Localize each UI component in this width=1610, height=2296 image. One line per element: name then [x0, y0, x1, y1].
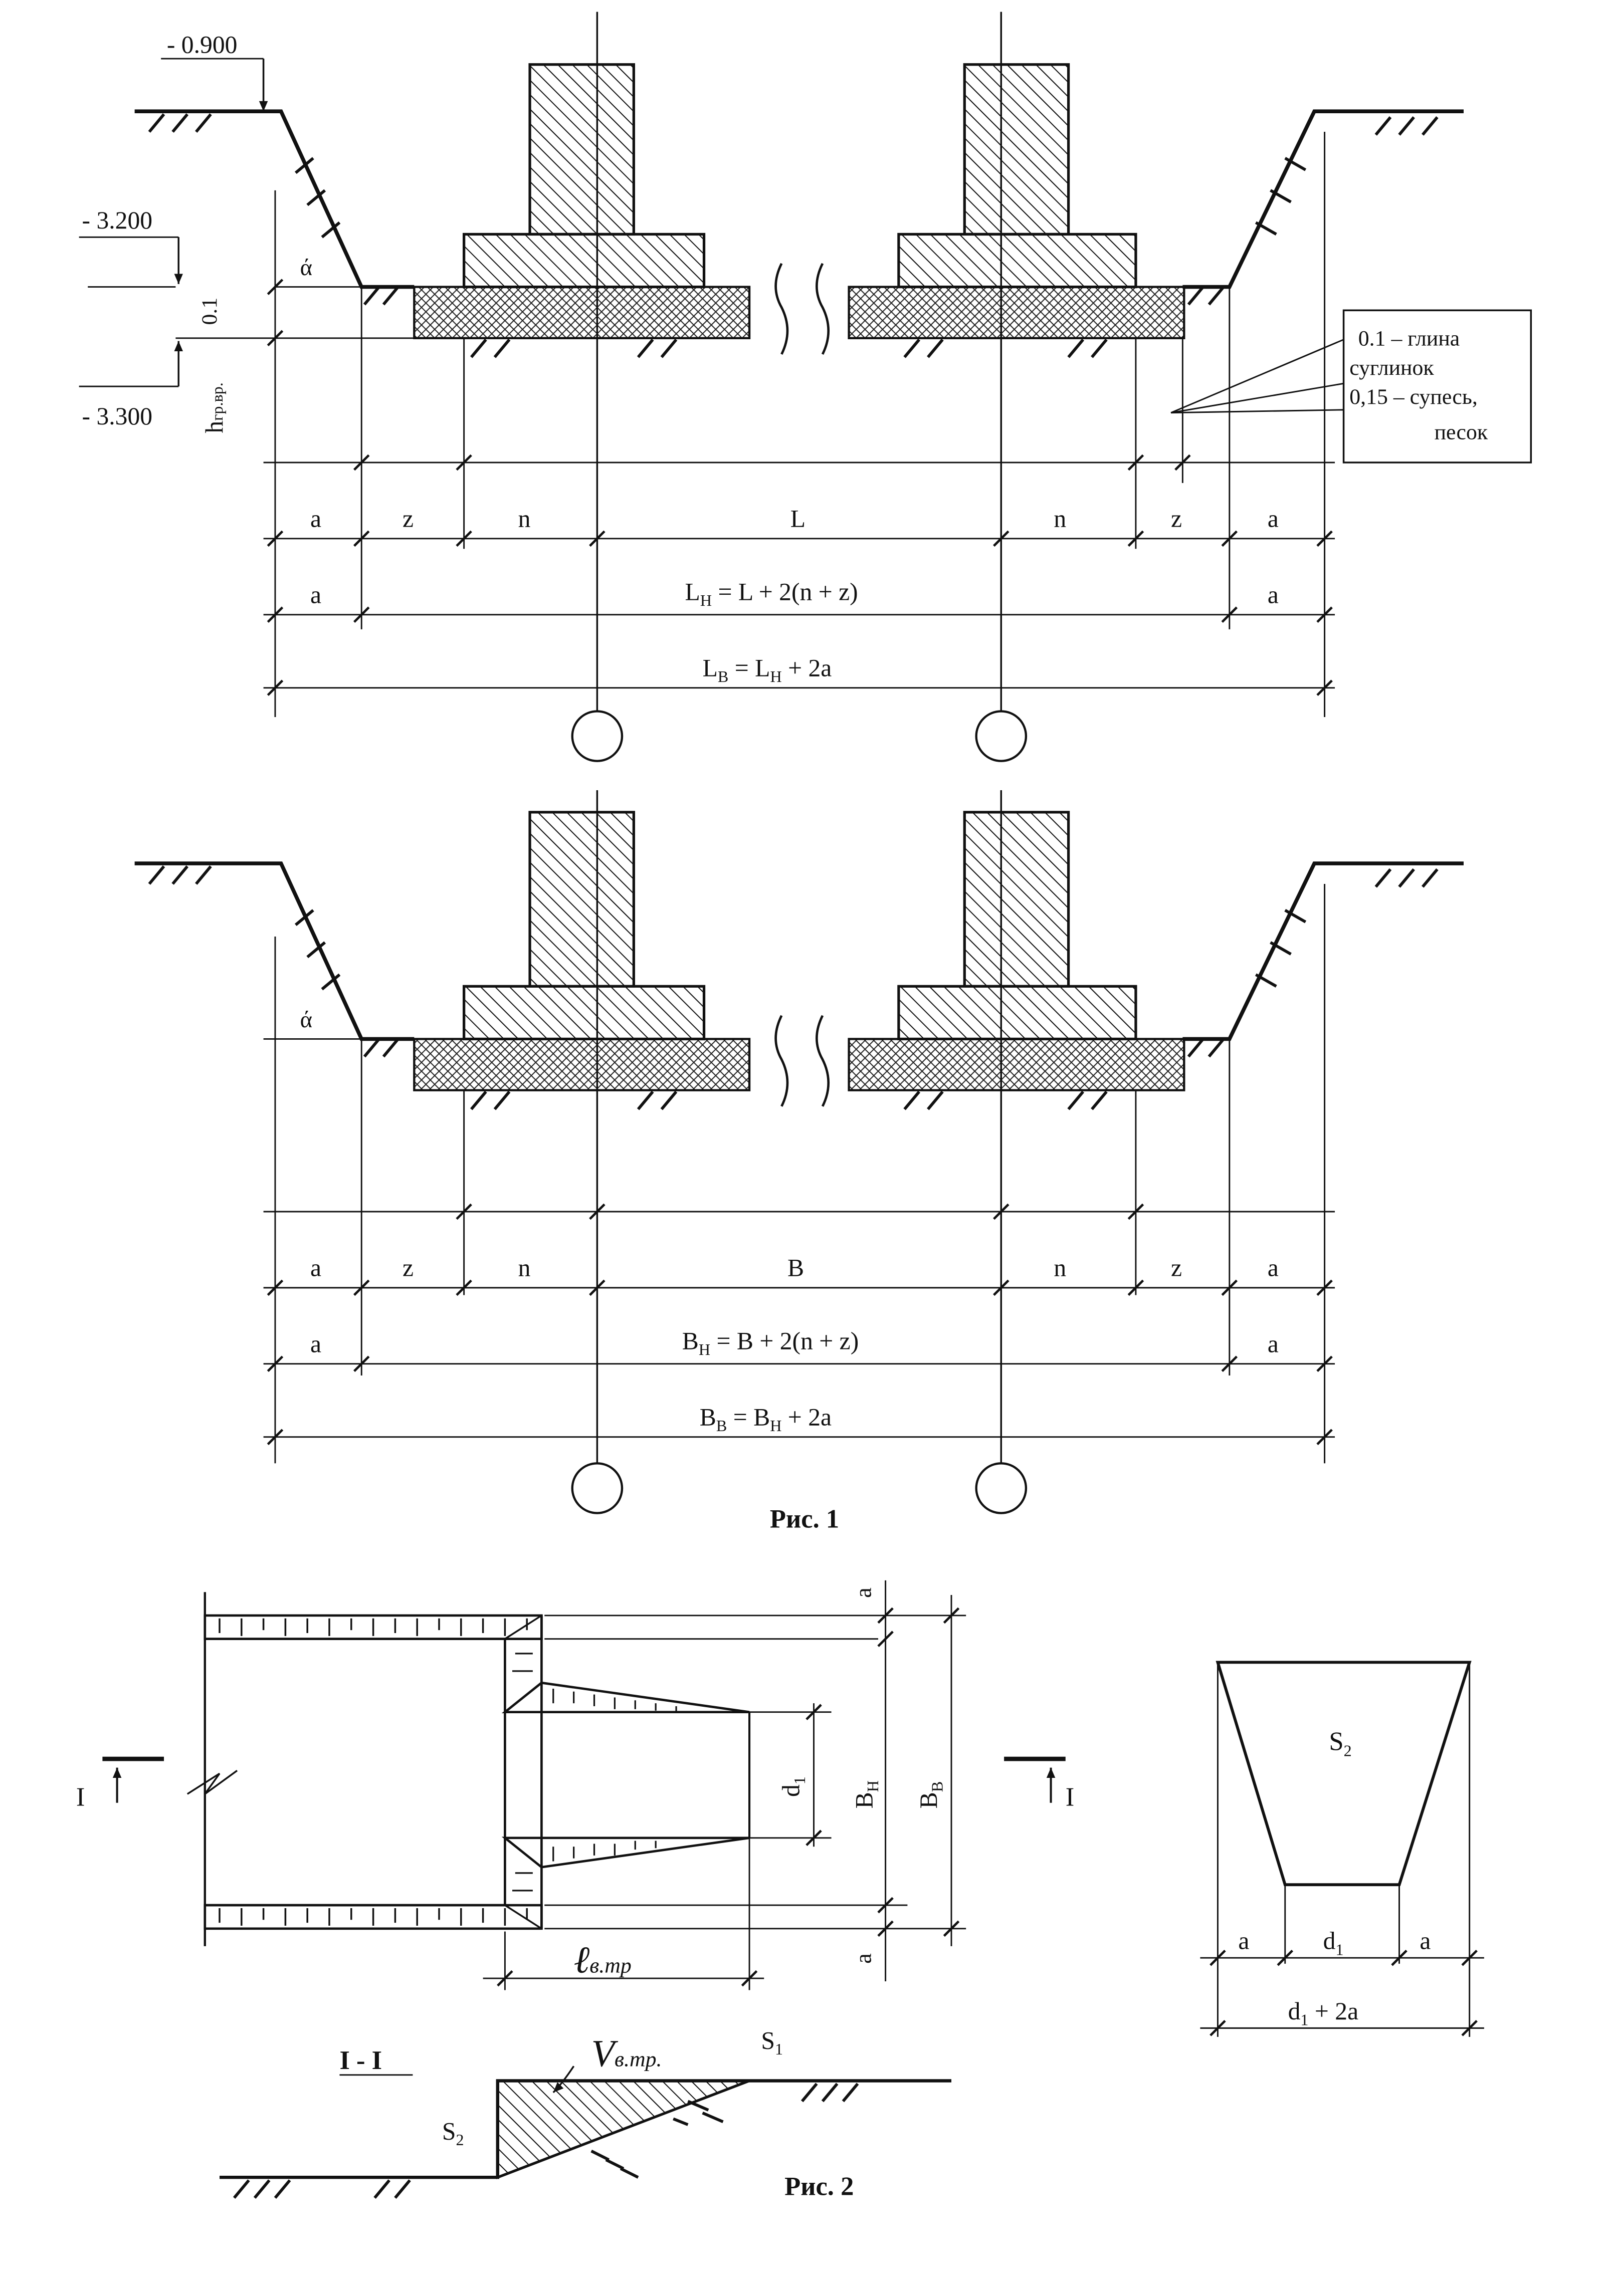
dim-a-right-2: a [1268, 581, 1279, 608]
fig2-trapezoid [1200, 1661, 1484, 2037]
section-mark-left: I [76, 1783, 85, 1812]
section-mark-right: I [1066, 1783, 1075, 1812]
figure-1-caption: Рис. 1 [770, 1505, 839, 1534]
note-line-1: 0.1 – глина [1358, 326, 1460, 350]
dim-a-left: a [310, 505, 321, 532]
dim-B: B [787, 1254, 804, 1282]
elevation-bottom: - 3.300 [82, 402, 153, 430]
area-S2: S2 [1329, 1727, 1351, 1760]
dim-z-right: z [1171, 505, 1182, 532]
dim-BB: BВ [915, 1781, 946, 1809]
section-title: I - I [339, 2046, 382, 2075]
dim-z-left: z [402, 505, 414, 532]
volume-label: Vв.тр. [591, 2032, 662, 2075]
dim-L: L [790, 505, 806, 532]
figure-2-caption: Рис. 2 [784, 2172, 854, 2201]
dim-d1-trap: d1 [1323, 1927, 1344, 1959]
formula-LB: LВ = LН + 2a [703, 654, 832, 685]
formula-BB: BВ = BН + 2a [700, 1403, 832, 1435]
formula-BH: BН = B + 2(n + z) [682, 1327, 859, 1359]
note-line-3: 0,15 – супесь, [1349, 385, 1478, 409]
formula-LH: LН = L + 2(n + z) [685, 578, 858, 609]
dim-n-left: n [518, 505, 531, 532]
fig2-section [220, 2065, 951, 2199]
dim-a-bottom: a [850, 1953, 876, 1964]
dim-a-left-4: a [310, 1330, 321, 1357]
angle-label-2: ά [300, 1007, 312, 1033]
fig1-section-L-labels: - 0.900 - 3.200 - 3.300 0.1 hгр.вр. ά 0.… [82, 31, 1488, 685]
dim-n-left-2: n [518, 1254, 531, 1282]
fig1-section-B-labels: ά a z n B n z a a a BН = B + 2(n + z) BВ… [300, 1007, 1279, 1534]
fig1-section-L [79, 12, 1532, 762]
area-S2-section: S2 [442, 2117, 464, 2149]
dim-d1-plus-2a: d1 + 2a [1288, 1997, 1359, 2029]
dim-n-right-2: n [1054, 1254, 1066, 1282]
dim-z-right-2: z [1171, 1254, 1182, 1282]
dim-a-right-4: a [1268, 1330, 1279, 1357]
dim-n-right: n [1054, 505, 1066, 532]
dim-a-right-3: a [1268, 1254, 1279, 1282]
area-S1: S1 [761, 2026, 783, 2058]
dim-z-left-2: z [402, 1254, 414, 1282]
note-line-4: песок [1435, 420, 1488, 444]
fig2-plan-labels: I I a a d1 BН BВ ℓв.тр [76, 1587, 1074, 1981]
elevation-top: - 0.900 [167, 31, 238, 58]
dim-a-left-trap: a [1238, 1927, 1249, 1955]
angle-label: ά [300, 255, 312, 281]
fig2-trapezoid-labels: S2 a d1 a d1 + 2a [1238, 1727, 1431, 2029]
trench-length-label: ℓв.тр [574, 1939, 632, 1981]
dim-a-right-trap: a [1420, 1927, 1431, 1955]
dim-d1: d1 [777, 1776, 809, 1797]
dim-a-left-3: a [310, 1254, 321, 1282]
thickness-label: 0.1 [197, 298, 222, 325]
fig1-section-B [134, 790, 1464, 1514]
dim-a-top: a [850, 1587, 876, 1598]
h-label: hгр.вр. [200, 382, 228, 433]
dim-a-right: a [1268, 505, 1279, 532]
fig2-section-labels: I - I Vв.тр. S1 S2 Рис. 2 [339, 2026, 854, 2201]
note-line-2: суглинок [1349, 356, 1434, 380]
dim-BH: BН [850, 1780, 882, 1808]
elevation-mid: - 3.200 [82, 206, 153, 234]
dim-a-left-2: a [310, 581, 321, 608]
fig2-plan [102, 1580, 1066, 1990]
